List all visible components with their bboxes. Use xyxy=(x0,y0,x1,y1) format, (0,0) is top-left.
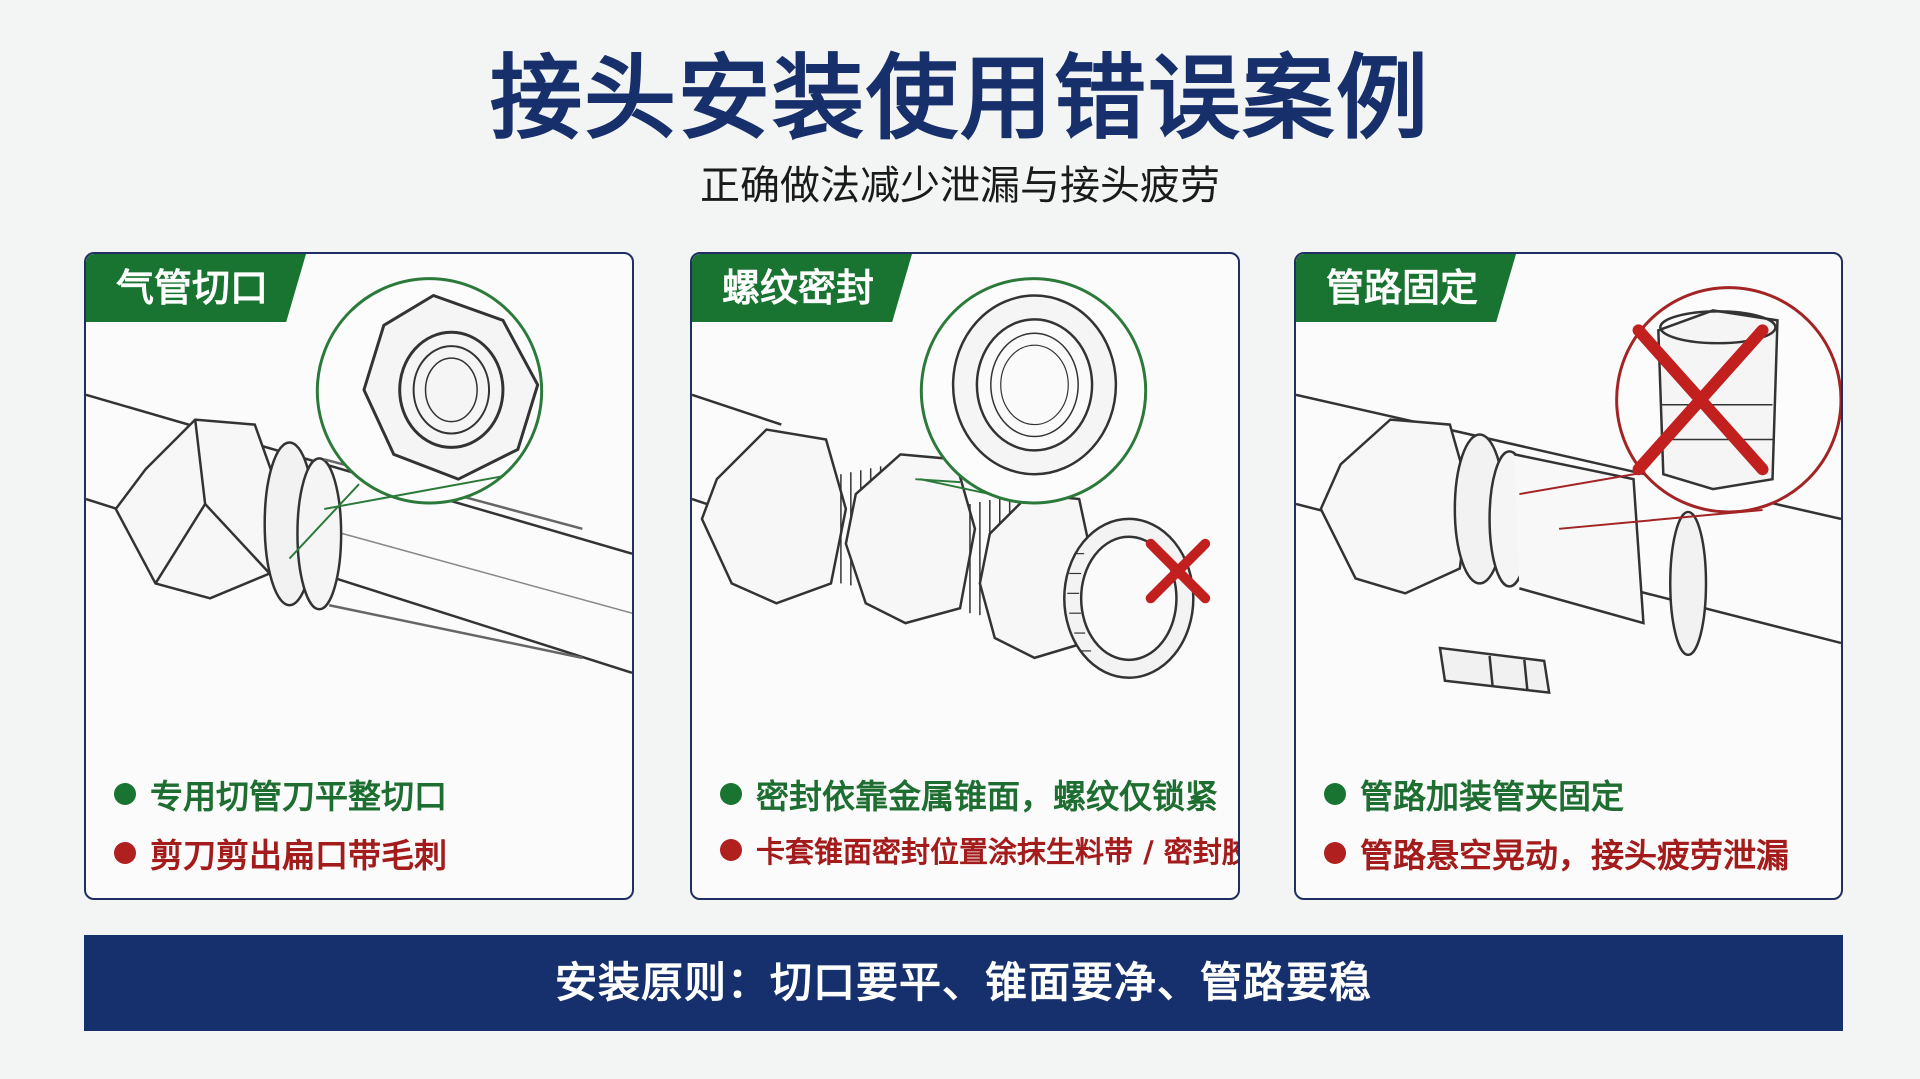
red-dot-icon xyxy=(114,842,136,864)
thread-seal-illustration xyxy=(692,277,1211,679)
red-x-icon xyxy=(1145,538,1211,604)
good-practice: 密封依靠金属锥面，螺纹仅锁紧 xyxy=(720,770,1218,818)
footer-banner: 安装原则：切口要平、锥面要净、管路要稳 xyxy=(84,935,1843,1031)
red-x-icon xyxy=(1632,324,1769,476)
panel-tag: 管路固定 xyxy=(1296,254,1516,322)
red-dot-icon xyxy=(1324,842,1346,864)
bad-practice: 剪刀剪出扁口带毛刺 xyxy=(114,829,447,877)
page-title: 接头安装使用错误案例 xyxy=(489,45,1430,152)
panel-pipe-fixing: 管路固定 管路加装管夹固定 管路悬空晃动，接头疲劳泄漏 xyxy=(1294,252,1843,900)
page-subtitle: 正确做法减少泄漏与接头疲劳 xyxy=(700,163,1220,209)
pipe-fixing-illustration xyxy=(1296,286,1841,695)
bad-practice: 卡套锥面密封位置涂抹生料带 / 密封胶 xyxy=(720,829,1238,871)
bad-practice: 管路悬空晃动，接头疲劳泄漏 xyxy=(1324,829,1789,877)
pipe-cut-illustration xyxy=(86,277,632,674)
red-dot-icon xyxy=(720,839,742,861)
good-practice: 管路加装管夹固定 xyxy=(1324,770,1624,818)
panel-tag: 气管切口 xyxy=(86,254,306,322)
green-dot-icon xyxy=(1324,783,1346,805)
panel-thread-seal: 螺纹密封 密封依靠金属锥面，螺纹仅锁紧 卡套锥面密封位置涂抹生料带 / 密封胶 xyxy=(690,252,1240,900)
good-practice: 专用切管刀平整切口 xyxy=(114,770,447,818)
green-dot-icon xyxy=(720,783,742,805)
panel-tag: 螺纹密封 xyxy=(692,254,912,322)
panel-pipe-cut: 气管切口 专用切管刀平整切口 剪刀剪出扁口带毛刺 xyxy=(84,252,634,900)
green-dot-icon xyxy=(114,783,136,805)
